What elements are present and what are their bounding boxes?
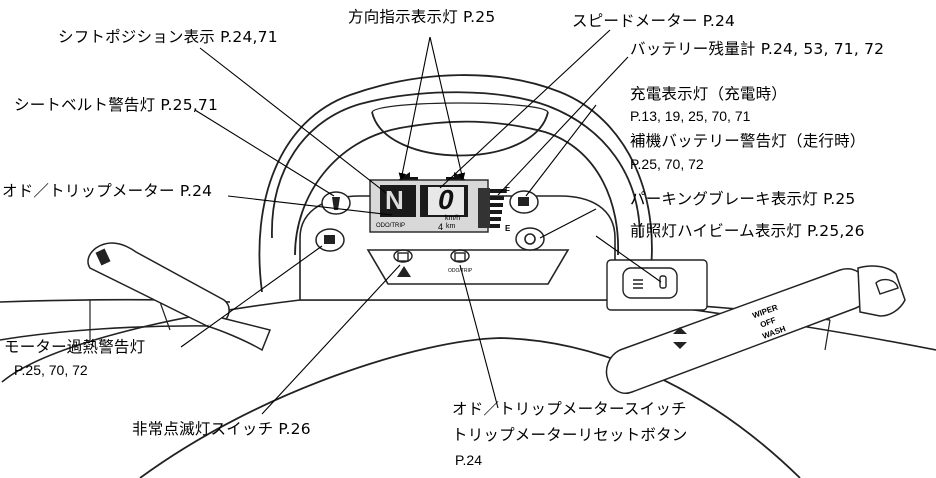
battery-level-bars bbox=[490, 189, 506, 228]
hazard-switch-button[interactable] bbox=[393, 249, 413, 263]
label-hazard-switch: 非常点滅灯スイッチ P.26 bbox=[132, 420, 311, 438]
seatbelt-icon bbox=[332, 197, 340, 210]
hazard-triangle-icon bbox=[397, 266, 411, 277]
leader-lines bbox=[180, 29, 662, 415]
label-odo-trip-switch: オド／トリップメータースイッチ bbox=[452, 400, 687, 418]
label-aux-battery-warning-pages: P.25, 70, 72 bbox=[630, 156, 704, 172]
odo-trip-switch-button[interactable] bbox=[450, 249, 470, 263]
right-stalk[interactable] bbox=[605, 265, 906, 394]
label-trip-reset-button: トリップメーターリセットボタン bbox=[452, 426, 688, 444]
speed-display: 0 bbox=[438, 184, 454, 215]
odo-trip-tag: ODO/TRIP bbox=[376, 223, 406, 229]
label-high-beam: 前照灯ハイビーム表示灯 P.25,26 bbox=[630, 222, 865, 240]
headlight-switch-icon bbox=[95, 248, 111, 266]
odo-display: 4 bbox=[438, 222, 444, 232]
label-speedometer: スピードメーター P.24 bbox=[572, 12, 736, 30]
instrument-hood bbox=[258, 74, 653, 293]
odo-unit: km bbox=[446, 223, 456, 230]
left-stalk[interactable] bbox=[87, 242, 272, 352]
parking-brake-lamp bbox=[515, 227, 545, 251]
fuel-empty-mark: E bbox=[505, 224, 511, 233]
headlight-panel bbox=[606, 259, 708, 311]
label-turn-signal: 方向指示表示灯 P.25 bbox=[348, 8, 496, 26]
label-motor-overheat-pages: P.25, 70, 72 bbox=[14, 362, 88, 378]
battery-icon bbox=[518, 197, 529, 206]
overheat-icon bbox=[324, 235, 335, 244]
label-aux-battery-warning: 補機バッテリー警告灯（走行時） bbox=[630, 132, 866, 150]
label-charge-indicator: 充電表示灯（充電時） bbox=[630, 85, 788, 103]
fuel-full-mark: F bbox=[505, 186, 510, 195]
label-battery-gauge: バッテリー残量計 P.24, 53, 71, 72 bbox=[630, 40, 885, 58]
label-motor-overheat: モーター過熱警告灯 bbox=[4, 338, 146, 356]
odo-trip-button-label: ODO/TRIP bbox=[448, 268, 473, 274]
gear-position-display: N bbox=[385, 185, 404, 215]
wiper-icon bbox=[875, 278, 899, 295]
label-parking-brake: パーキングブレーキ表示灯 P.25 bbox=[630, 190, 856, 208]
wiper-position-arrow-icon bbox=[673, 327, 687, 349]
label-shift-position: シフトポジション表示 P.24,71 bbox=[58, 28, 278, 46]
label-odo-trip-meter: オド／トリップメーター P.24 bbox=[2, 182, 213, 200]
label-charge-indicator-pages: P.13, 19, 25, 70, 71 bbox=[630, 108, 751, 124]
label-trip-reset-pages: P.24 bbox=[455, 452, 482, 468]
label-seatbelt-warning: シートベルト警告灯 P.25,71 bbox=[14, 96, 219, 114]
parking-brake-icon bbox=[524, 233, 536, 245]
speed-unit: km/h bbox=[445, 215, 461, 222]
lcd-display bbox=[369, 179, 490, 233]
high-beam-icon bbox=[633, 279, 643, 289]
